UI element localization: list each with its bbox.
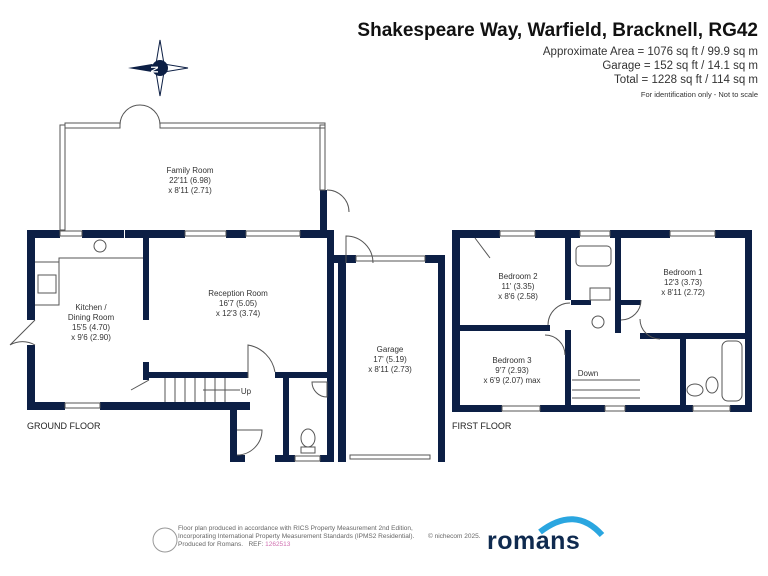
room-garage: Garage 17' (5.19) x 8'11 (2.73) bbox=[368, 345, 412, 375]
room-dim: 12'3 (3.73) bbox=[664, 278, 702, 287]
room-name: Bedroom 1 bbox=[663, 268, 703, 277]
romans-logo-arc bbox=[152, 516, 605, 553]
scale-note: For identification only - Not to scale bbox=[640, 90, 758, 99]
copyright: © nichecom 2025. bbox=[428, 533, 481, 540]
room-dim: x 8'11 (2.71) bbox=[168, 186, 212, 195]
first-floor-label: FIRST FLOOR bbox=[452, 421, 512, 431]
room-dim: x 8'11 (2.72) bbox=[661, 288, 705, 297]
compass-north-label: N bbox=[150, 65, 162, 74]
footer-line: Floor plan produced in accordance with R… bbox=[178, 525, 413, 532]
room-family-room: Family Room 22'11 (6.98) x 8'11 (2.71) bbox=[166, 166, 213, 196]
room-dim: 17' (5.19) bbox=[373, 355, 407, 364]
footer-line: Incorporating International Property Mea… bbox=[178, 533, 415, 540]
room-name: Dining Room bbox=[67, 313, 115, 322]
room-name: Garage bbox=[376, 345, 404, 354]
ground-floor-walls bbox=[27, 190, 445, 462]
stairs-up-label: Up bbox=[240, 387, 252, 396]
room-bedroom-2: Bedroom 2 11' (3.35) x 8'6 (2.58) bbox=[498, 272, 538, 302]
room-dim: 15'5 (4.70) bbox=[72, 323, 110, 332]
room-dim: 9'7 (2.93) bbox=[495, 366, 529, 375]
room-dim: x 12'3 (3.74) bbox=[215, 309, 261, 318]
room-bedroom-1: Bedroom 1 12'3 (3.73) x 8'11 (2.72) bbox=[661, 268, 705, 298]
footer-line: Produced for Romans. bbox=[178, 541, 244, 548]
garage-area: Garage = 152 sq ft / 14.1 sq m bbox=[602, 60, 758, 72]
room-name: Kitchen / bbox=[75, 303, 107, 312]
room-reception: Reception Room 16'7 (5.05) x 12'3 (3.74) bbox=[208, 289, 268, 319]
ref-number: 1262513 bbox=[265, 541, 291, 548]
stairs-down-label: Down bbox=[577, 369, 599, 378]
room-dim: x 8'11 (2.73) bbox=[368, 365, 412, 374]
ref-label: REF: bbox=[248, 541, 264, 548]
room-name: Reception Room bbox=[208, 289, 268, 298]
room-dim: x 8'6 (2.58) bbox=[498, 292, 538, 301]
room-name: Bedroom 2 bbox=[498, 272, 538, 281]
ground-floor-label: GROUND FLOOR bbox=[27, 421, 101, 431]
approx-area: Approximate Area = 1076 sq ft / 99.9 sq … bbox=[542, 46, 758, 58]
room-bedroom-3: Bedroom 3 9'7 (2.93) x 6'9 (2.07) max bbox=[483, 356, 540, 386]
room-dim: x 9'6 (2.90) bbox=[71, 333, 111, 342]
room-kitchen-dining: Kitchen / Dining Room 15'5 (4.70) x 9'6 … bbox=[68, 303, 114, 343]
room-dim: 11' (3.35) bbox=[501, 282, 535, 291]
property-address-title: Shakespeare Way, Warfield, Bracknell, RG… bbox=[357, 20, 758, 41]
family-room-outline bbox=[59, 104, 350, 231]
room-dim: 22'11 (6.98) bbox=[169, 176, 211, 185]
romans-logo: romans bbox=[487, 527, 581, 555]
footer-disclaimer: Floor plan produced in accordance with R… bbox=[178, 525, 414, 549]
compass-icon bbox=[128, 39, 189, 97]
room-name: Bedroom 3 bbox=[492, 356, 532, 365]
room-dim: x 6'9 (2.07) max bbox=[483, 376, 541, 385]
first-floor-walls bbox=[452, 230, 752, 412]
room-dim: 16'7 (5.05) bbox=[219, 299, 257, 308]
room-name: Family Room bbox=[166, 166, 214, 175]
total-area: Total = 1228 sq ft / 114 sq m bbox=[614, 74, 758, 86]
